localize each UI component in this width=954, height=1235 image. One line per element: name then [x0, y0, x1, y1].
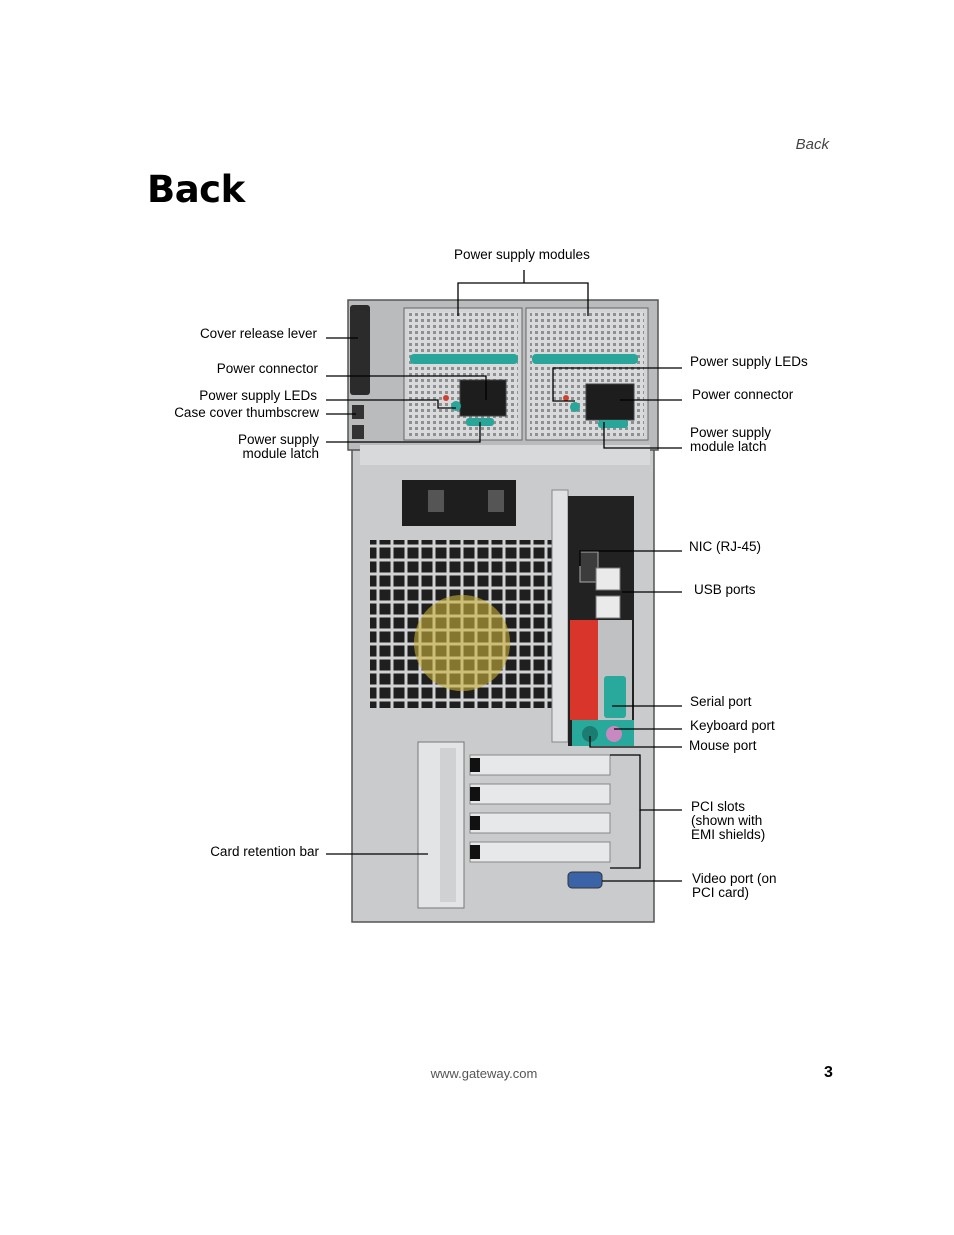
label-power-connector-left: Power connector — [216, 361, 318, 376]
power-connector-right[interactable] — [585, 383, 635, 421]
pci-slot[interactable] — [469, 841, 611, 863]
label-video-port: Video port (on PCI card) — [692, 871, 777, 900]
fan-grille — [370, 540, 554, 708]
usb-port[interactable] — [595, 595, 621, 619]
pci-slot[interactable] — [469, 812, 611, 834]
label-cover-release-lever: Cover release lever — [199, 326, 317, 341]
psu-handle[interactable] — [410, 354, 518, 364]
psu-module-left — [403, 307, 523, 441]
label-power-supply-module-latch-right: Power supply module latch — [690, 425, 772, 454]
label-pci-slots: PCI slots (shown with EMI shields) — [691, 799, 766, 842]
running-head: Back — [795, 136, 829, 153]
label-power-supply-modules: Power supply modules — [454, 247, 590, 262]
label-power-connector-right: Power connector — [692, 387, 794, 402]
io-panel — [551, 489, 634, 746]
nic-port[interactable] — [579, 551, 599, 583]
case-cover-thumbscrew[interactable] — [352, 405, 364, 419]
label-power-supply-leds-right: Power supply LEDs — [690, 354, 808, 369]
expansion-area — [417, 741, 611, 909]
video-port[interactable] — [567, 871, 603, 889]
power-connector-left[interactable] — [459, 379, 507, 417]
psu-handle[interactable] — [532, 354, 638, 364]
label-case-cover-thumbscrew: Case cover thumbscrew — [174, 405, 319, 420]
keyboard-port[interactable] — [606, 726, 622, 742]
serial-port[interactable] — [604, 676, 626, 718]
cover-release-lever[interactable] — [350, 305, 370, 395]
page-title: Back — [147, 168, 245, 211]
label-card-retention-bar: Card retention bar — [210, 844, 319, 859]
label-serial-port: Serial port — [690, 694, 752, 709]
leader-lines — [326, 270, 682, 882]
label-nic: NIC (RJ-45) — [689, 539, 762, 554]
usb-port[interactable] — [595, 567, 621, 591]
mouse-port[interactable] — [582, 726, 598, 742]
label-power-supply-module-latch-left: Power supply module latch — [237, 432, 319, 461]
label-usb-ports: USB ports — [694, 582, 756, 597]
psu-led-right — [570, 402, 580, 412]
footer-url[interactable]: www.gateway.com — [430, 1066, 538, 1081]
psu-latch-right[interactable] — [598, 420, 628, 428]
label-mouse-port: Mouse port — [689, 738, 757, 753]
label-keyboard-port: Keyboard port — [690, 718, 775, 733]
pci-slot[interactable] — [469, 783, 611, 805]
psu-led-left — [451, 401, 461, 411]
psu-module-right — [525, 307, 649, 441]
label-power-supply-leds-left: Power supply LEDs — [199, 388, 317, 403]
pci-slot[interactable] — [469, 754, 611, 776]
page-number: 3 — [824, 1064, 833, 1081]
